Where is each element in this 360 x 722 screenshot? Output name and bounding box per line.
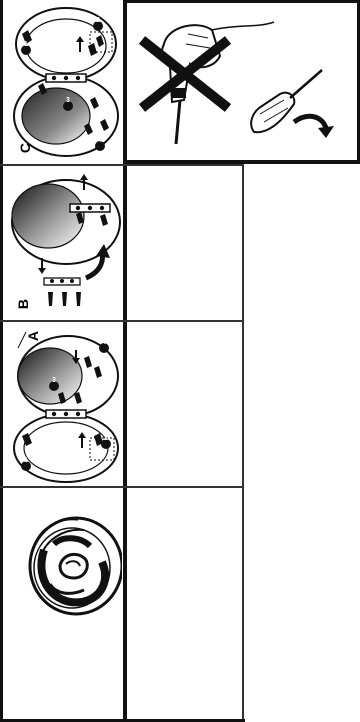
inner-column-divider (242, 164, 244, 722)
frame-left (0, 0, 3, 722)
tool-box-top (123, 0, 360, 3)
column-divider (123, 0, 127, 722)
step-b-panel: B (4, 168, 122, 318)
row-divider-3 (0, 486, 243, 488)
step-c-marker-3: 3 (60, 97, 76, 104)
tools-panel (128, 4, 356, 158)
step-a-marker-2: 2 (98, 435, 114, 442)
step-b-label: B (15, 299, 31, 309)
step-a-marker-1: 1 (18, 457, 34, 464)
step-a-panel: A 1 2 3 4 (4, 324, 122, 484)
step-a-label: A (25, 331, 41, 341)
row-divider-1 (0, 164, 243, 166)
step-a-marker-3: 3 (46, 377, 62, 384)
product-panel (4, 490, 122, 716)
row-divider-2 (0, 320, 243, 322)
step-b-illustration (4, 168, 122, 318)
step-c-marker-2: 2 (90, 17, 106, 24)
step-c-marker-1: 1 (18, 41, 34, 48)
disc-product-illustration (4, 490, 122, 716)
rotate-arrow-icon (294, 116, 334, 138)
step-c-panel: C 1 2 3 4 (4, 4, 122, 162)
power-drill-icon (128, 4, 356, 158)
screwdriver-icon (251, 70, 322, 132)
step-a-marker-4: 4 (96, 339, 112, 346)
step-c-label: C (17, 143, 33, 153)
step-c-marker-4: 4 (92, 137, 108, 144)
